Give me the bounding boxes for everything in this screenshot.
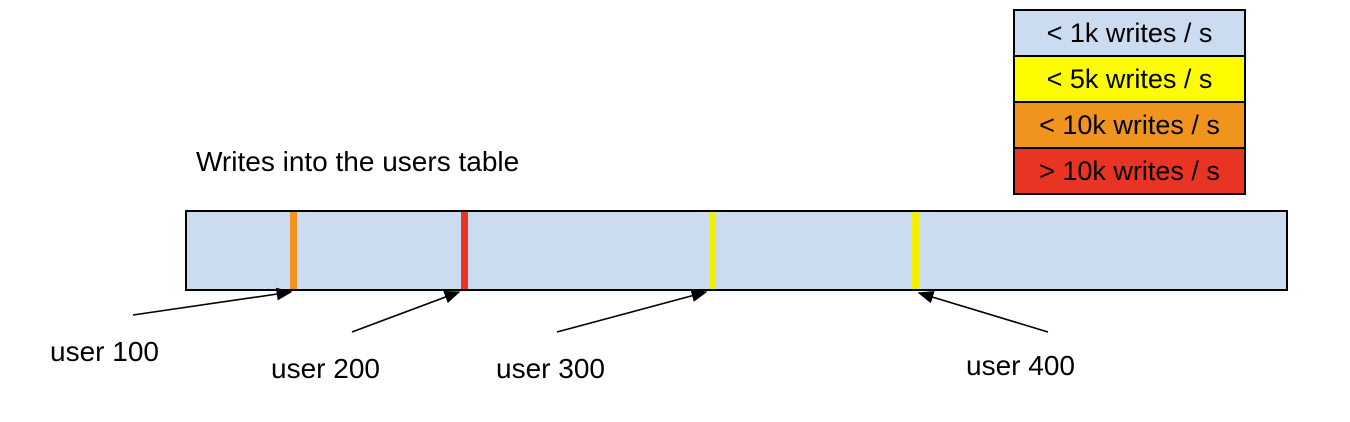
- arrow-user-300: [556, 289, 708, 333]
- write-rate-mark-user-300: [709, 212, 717, 289]
- diagram-title: Writes into the users table: [196, 146, 520, 177]
- legend-item-lt-10k: < 10k writes / s: [1015, 103, 1244, 149]
- legend-item-label: > 10k writes / s: [1039, 156, 1220, 186]
- legend-item-label: < 5k writes / s: [1046, 64, 1213, 94]
- arrow-user-200: [351, 291, 461, 333]
- write-rate-mark-user-200: [460, 212, 468, 289]
- legend-item-lt-5k: < 5k writes / s: [1015, 57, 1244, 103]
- arrow-user-400: [917, 291, 1049, 333]
- callout-user-200: user 200: [271, 353, 380, 384]
- legend-item-label: < 1k writes / s: [1046, 18, 1213, 48]
- callout-user-100: user 100: [50, 336, 159, 367]
- legend-item-gt-10k: > 10k writes / s: [1015, 149, 1244, 193]
- write-rate-legend: < 1k writes / s < 5k writes / s < 10k wr…: [1013, 9, 1246, 195]
- arrow-user-100: [132, 287, 293, 316]
- callout-user-400: user 400: [966, 350, 1075, 381]
- callout-user-300: user 300: [496, 353, 605, 384]
- users-table-bar: [185, 210, 1288, 291]
- write-rate-mark-user-100: [289, 212, 297, 289]
- legend-item-lt-1k: < 1k writes / s: [1015, 11, 1244, 57]
- write-rate-mark-user-400: [911, 212, 919, 289]
- legend-item-label: < 10k writes / s: [1039, 110, 1220, 140]
